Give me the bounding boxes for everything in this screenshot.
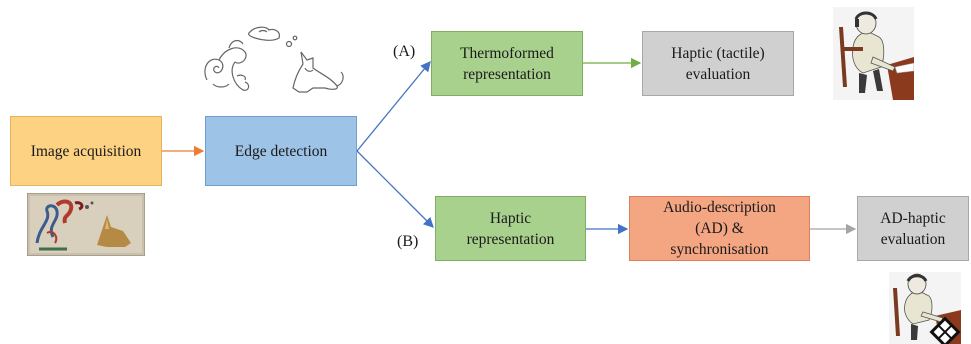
thermoformed-box: Thermoformed representation — [431, 31, 583, 96]
arrow-edge-to-haptic — [356, 150, 434, 228]
user-evaluation-figure-icon — [833, 7, 914, 100]
ad-haptic-evaluation-label: AD-haptic evaluation — [880, 209, 946, 248]
image-acquisition-box: Image acquisition — [10, 116, 162, 186]
haptic-tactile-evaluation-label: Haptic (tactile) evaluation — [671, 44, 765, 83]
painting-photo-icon — [27, 193, 145, 256]
user-evaluation-figure-with-audio-icon — [889, 272, 961, 344]
branch-label-b: (B) — [397, 233, 419, 250]
ad-haptic-evaluation-box: AD-haptic evaluation — [857, 196, 969, 261]
branch-label-a: (A) — [393, 43, 416, 60]
audio-description-label: Audio-description (AD) & synchronisation — [663, 199, 776, 258]
arrow-edge-to-thermoformed — [356, 60, 431, 152]
haptic-representation-box: Haptic representation — [435, 196, 586, 261]
edge-detection-label: Edge detection — [234, 142, 328, 160]
haptic-representation-label: Haptic representation — [466, 209, 555, 248]
audio-description-box: Audio-description (AD) & synchronisation — [629, 196, 810, 261]
image-acquisition-label: Image acquisition — [30, 142, 142, 160]
haptic-tactile-evaluation-box: Haptic (tactile) evaluation — [642, 31, 794, 96]
edge-outline-drawing-icon — [204, 26, 344, 93]
edge-detection-box: Edge detection — [205, 116, 357, 186]
thermoformed-label: Thermoformed representation — [460, 44, 554, 83]
